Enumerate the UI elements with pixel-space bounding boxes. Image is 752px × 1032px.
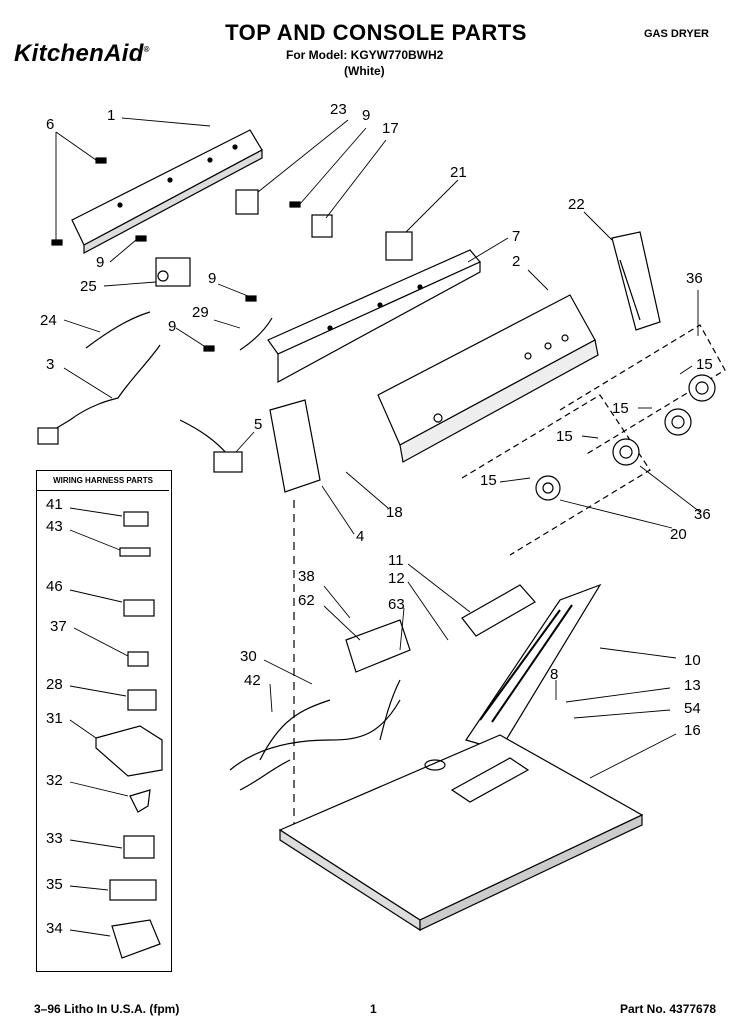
callout-54: 54 [684,700,701,717]
callout-15: 15 [480,472,497,489]
switch-parts [235,189,413,261]
callout-6: 6 [46,116,55,133]
callout-5: 5 [254,416,263,433]
callout-2: 2 [512,253,521,270]
end-bracket-part [611,231,661,331]
footer-part-number: Part No. 4377678 [620,1002,717,1016]
callout-36: 36 [694,506,711,523]
housing-part [269,399,321,840]
legend-part-glyphs [95,511,163,959]
knob-parts [461,324,726,556]
callout-22: 22 [568,196,585,213]
main-harness-part [229,679,401,791]
harness-parts [37,311,273,473]
legend-item-28: 28 [46,676,63,693]
callout-7: 7 [512,228,521,245]
callout-15: 15 [696,356,713,373]
callout-12: 12 [388,570,405,587]
callout-21: 21 [450,164,467,181]
callout-4: 4 [356,528,365,545]
category-label: GAS DRYER [644,28,709,40]
callout-9: 9 [208,270,217,287]
callout-30: 30 [240,648,257,665]
callout-10: 10 [684,652,701,669]
callout-8: 8 [550,666,559,683]
legend-item-37: 37 [50,618,67,635]
callout-18: 18 [386,504,403,521]
legend-title: WIRING HARNESS PARTS [37,472,169,491]
legend-item-35: 35 [46,876,63,893]
callout-42: 42 [244,672,261,689]
callout-9: 9 [362,107,371,124]
model-line: For Model: KGYW770BWH2 [286,48,444,62]
callout-15: 15 [612,400,629,417]
callout-23: 23 [330,101,347,118]
lamp-cover-parts [461,583,602,751]
terminal-block-part [345,619,411,673]
callout-63: 63 [388,596,405,613]
legend-item-43: 43 [46,518,63,535]
callout-3: 3 [46,356,55,373]
legend-item-46: 46 [46,578,63,595]
color-line: (White) [344,64,385,78]
legend-item-33: 33 [46,830,63,847]
top-panel-part [278,734,644,932]
callout-17: 17 [382,120,399,137]
control-bracket-part [267,249,481,384]
callout-11: 11 [388,552,404,569]
page-title: TOP AND CONSOLE PARTS [225,20,527,45]
timer-part [155,257,191,287]
callout-1: 1 [107,107,116,124]
callout-9: 9 [96,254,105,271]
console-part [377,294,599,463]
footer-litho: 3–96 Litho In U.S.A. (fpm) [34,1002,180,1016]
rear-panel-part [71,129,263,255]
callout-13: 13 [684,677,701,694]
callout-16: 16 [684,722,701,739]
callout-62: 62 [298,592,315,609]
callout-15: 15 [556,428,573,445]
wiring-harness-legend [36,470,172,972]
legend-leader-lines [69,507,129,937]
callout-29: 29 [192,304,209,321]
brand-logo: KitchenAid® [14,40,150,67]
footer-page-number: 1 [370,1002,377,1016]
screw-parts [51,157,301,352]
legend-item-34: 34 [46,920,63,937]
callout-36: 36 [686,270,703,287]
legend-item-32: 32 [46,772,63,789]
callout-9: 9 [168,318,177,335]
legend-item-41: 41 [46,496,63,513]
callout-25: 25 [80,278,97,295]
legend-item-31: 31 [46,710,63,727]
callout-20: 20 [670,526,687,543]
callout-24: 24 [40,312,57,329]
callout-38: 38 [298,568,315,585]
leader-lines [55,117,701,779]
